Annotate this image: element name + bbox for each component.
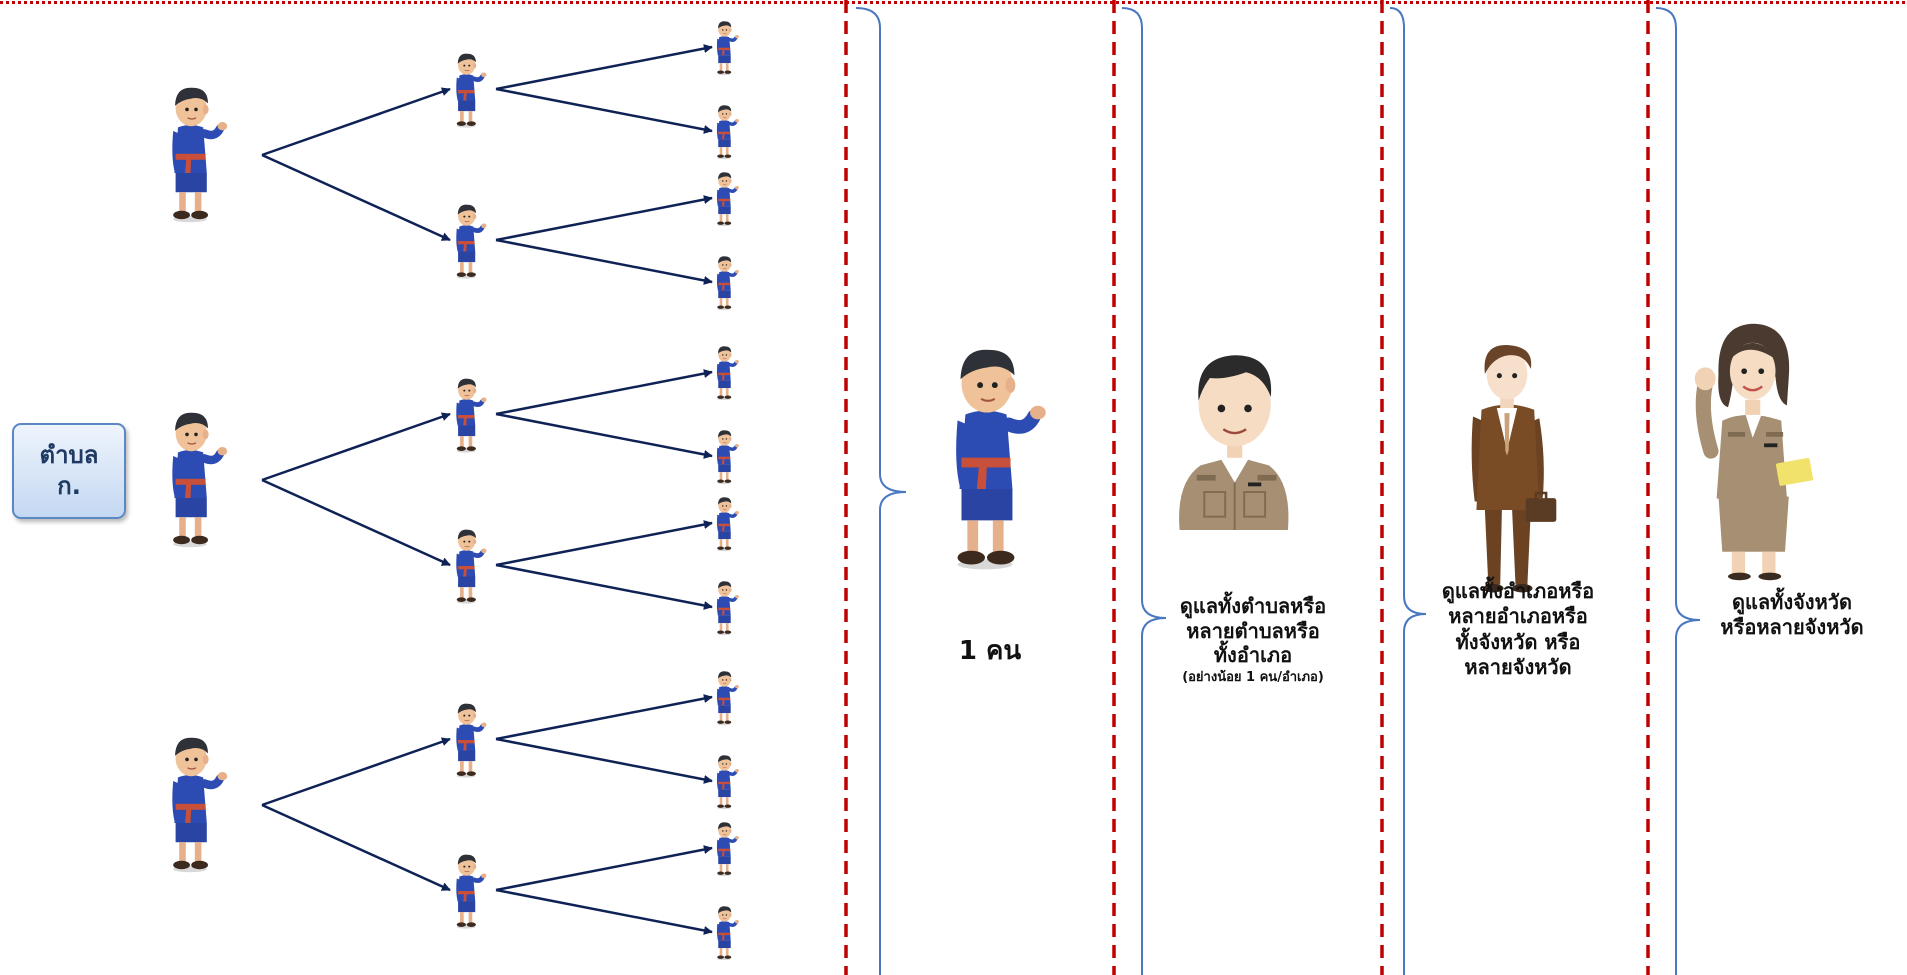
female-officer-figure: [1695, 324, 1814, 581]
caption-column-2-label: ดูแลทั้งตำบลหรือ หลายตำบลหรือ ทั้งอำเภอ: [1179, 594, 1327, 668]
tree-leaf-villager: [715, 19, 741, 77]
caption-column-4: ดูแลทั้งจังหวัด หรือหลายจังหวัด: [1680, 565, 1904, 640]
tree-leaf-villager: [715, 820, 741, 878]
tree-arrow-level-1: [261, 412, 451, 482]
tree-arrow-level-2: [495, 412, 713, 459]
caption-column-2: ดูแลทั้งตำบลหรือ หลายตำบลหรือ ทั้งอำเภอ …: [1148, 570, 1358, 710]
tree-arrow-level-2: [495, 520, 713, 567]
tree-leaf-villager: [715, 103, 741, 161]
tree-mid-villager: [456, 54, 486, 128]
tree-arrow-level-1: [261, 478, 451, 567]
tree-arrow-level-2: [495, 87, 713, 134]
tree-leaf-villager: [715, 904, 741, 962]
tree-arrow-level-2: [495, 845, 713, 892]
tree-root-villager: [172, 88, 227, 222]
caption-column-2-note: (อย่างน้อย 1 คน/อำเภอ): [1182, 669, 1324, 685]
tree-mid-villager: [456, 379, 486, 453]
tree-root-villager: [172, 413, 227, 547]
brace-3: [1389, 7, 1427, 975]
villager-figure: [956, 350, 1046, 570]
tree-arrow-level-2: [495, 694, 713, 741]
tree-arrow-level-1: [261, 87, 451, 157]
tree-leaf-villager: [715, 753, 741, 811]
tree-arrow-level-1: [261, 153, 451, 242]
tree-arrow-level-2: [495, 563, 713, 610]
tree-arrow-level-2: [495, 369, 713, 416]
tree-arrow-level-2: [495, 737, 713, 784]
tree-mid-villager: [456, 205, 486, 279]
tree-arrow-level-2: [495, 238, 713, 285]
caption-column-3-label: ดูแลทั้งอำเภอหรือ หลายอำเภอหรือ ทั้งจังห…: [1441, 578, 1595, 680]
caption-column-1-label: 1 คน: [958, 636, 1022, 666]
brace-4: [1655, 7, 1701, 975]
tree-arrow-level-2: [495, 888, 713, 935]
caption-column-1: 1 คน: [920, 600, 1060, 671]
tree-mid-villager: [456, 704, 486, 778]
tree-edges: [261, 44, 713, 935]
tree-mid-villager: [456, 855, 486, 929]
tree-leaf-villager: [715, 495, 741, 553]
caption-column-4-label: ดูแลทั้งจังหวัด หรือหลายจังหวัด: [1720, 590, 1864, 639]
tree-root-villager: [172, 738, 227, 872]
tree-leaf-villager: [715, 170, 741, 228]
tree-arrow-level-1: [261, 803, 451, 892]
officer-figure: [1177, 354, 1290, 532]
tree-nodes: [172, 19, 741, 962]
tree-arrow-level-2: [495, 195, 713, 242]
tree-leaf-villager: [715, 344, 741, 402]
tambon-box: ตำบล ก.: [12, 423, 126, 519]
caption-column-3: ดูแลทั้งอำเภอหรือ หลายอำเภอหรือ ทั้งจังห…: [1408, 553, 1628, 681]
tree-arrow-level-1: [261, 737, 451, 807]
tree-arrow-level-2: [495, 44, 713, 91]
tree-leaf-villager: [715, 669, 741, 727]
brace-2: [1121, 7, 1167, 975]
tree-leaf-villager: [715, 579, 741, 637]
brace-1: [855, 7, 907, 975]
tree-leaf-villager: [715, 254, 741, 312]
tree-mid-villager: [456, 530, 486, 604]
tree-leaf-villager: [715, 428, 741, 486]
